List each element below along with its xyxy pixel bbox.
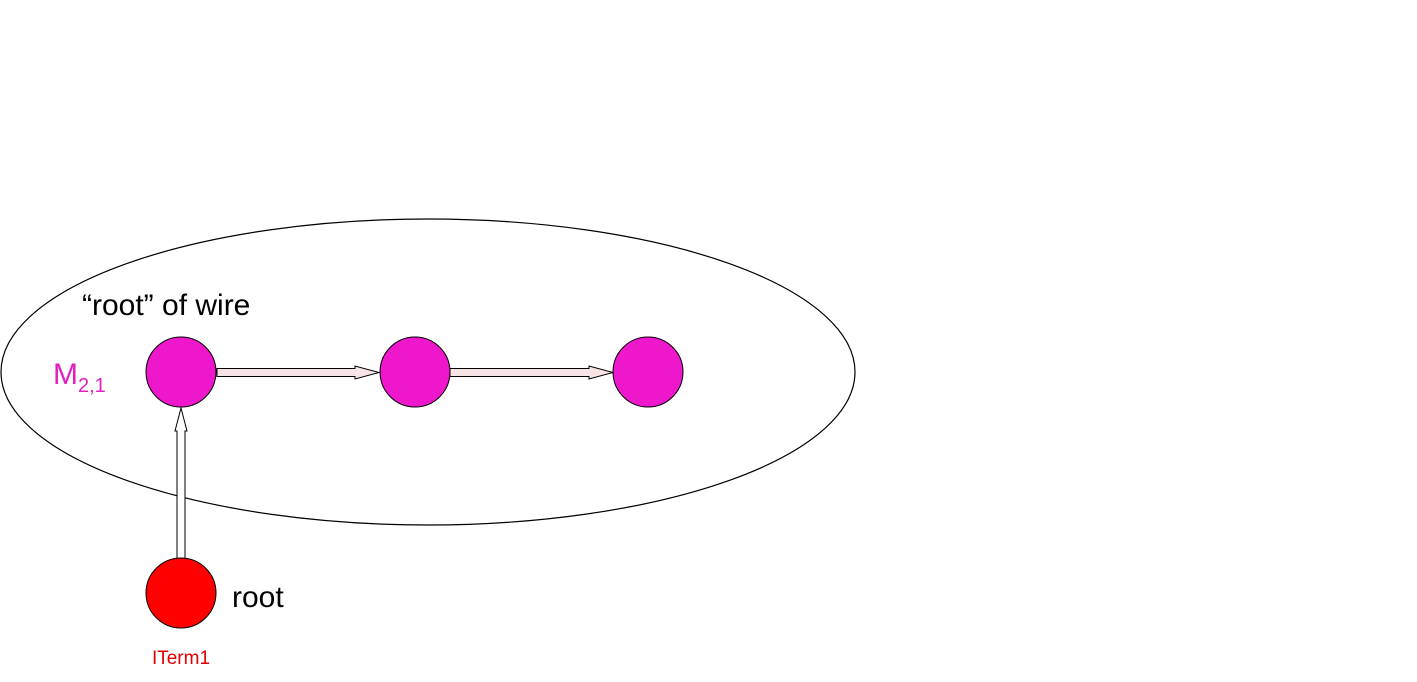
module-label: M2,1: [53, 358, 106, 397]
wire-node-2: [379, 336, 451, 408]
wire-arrow-2: [449, 365, 615, 380]
wire-root-label: “root” of wire: [82, 289, 250, 322]
wire-arrow-1: [216, 365, 381, 380]
module-label-subscript: 2,1: [78, 375, 106, 397]
wire-node-1: [145, 336, 217, 408]
iterm-label: ITerm1: [152, 648, 210, 669]
module-label-main: M: [53, 358, 78, 391]
root-node: [145, 557, 217, 629]
wire-boundary-ellipse: [0, 218, 856, 526]
root-label: root: [232, 581, 284, 614]
wire-node-3: [612, 336, 684, 408]
root-arrow: [174, 406, 188, 560]
